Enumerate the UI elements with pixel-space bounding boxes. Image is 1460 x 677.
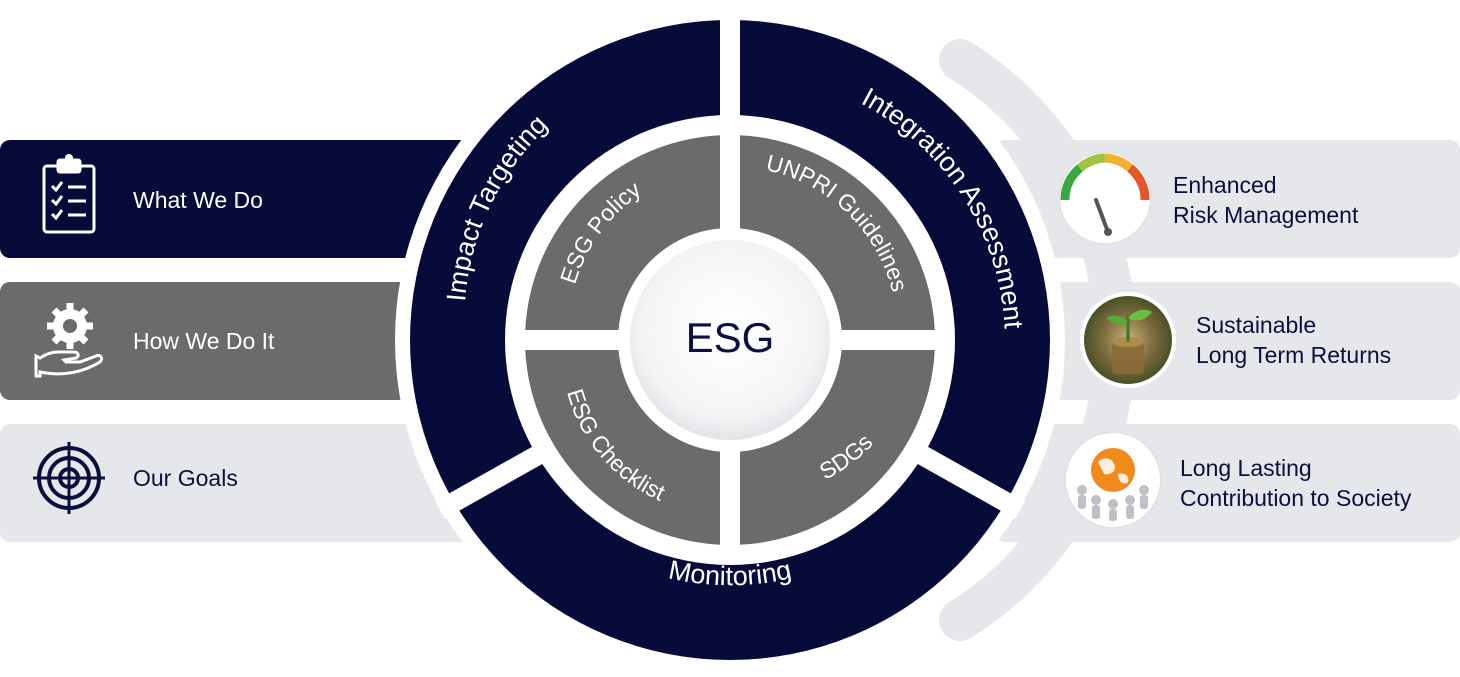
plant-coins-icon <box>1080 292 1176 388</box>
left-label-how-we-do-it: How We Do It <box>133 328 275 354</box>
bar-how-we-do-it[interactable] <box>0 282 470 400</box>
bar-our-goals[interactable] <box>0 424 470 542</box>
center-label-esg: ESG <box>685 314 775 361</box>
right-label-contribution-society: Long Lasting Contribution to Society <box>1180 453 1411 513</box>
clipboard-checklist-icon <box>42 154 96 234</box>
right-label-society-line1: Long Lasting <box>1180 455 1312 481</box>
gauge-icon <box>1058 151 1152 245</box>
right-label-risk-line1: Enhanced <box>1173 172 1277 198</box>
center-circle <box>630 240 830 440</box>
left-label-our-goals: Our Goals <box>133 465 238 491</box>
left-label-what-we-do: What We Do <box>133 187 263 213</box>
right-label-society-line2: Contribution to Society <box>1180 485 1412 511</box>
right-label-returns-line2: Long Term Returns <box>1196 342 1392 368</box>
right-label-risk-line2: Risk Management <box>1173 202 1359 228</box>
bar-what-we-do[interactable] <box>0 140 470 258</box>
globe-people-icon <box>1064 431 1162 529</box>
gear-hand-icon <box>34 303 104 378</box>
target-icon <box>33 442 105 514</box>
right-label-long-term-returns: Sustainable Long Term Returns <box>1196 310 1391 370</box>
right-label-returns-line1: Sustainable <box>1196 312 1317 338</box>
right-label-risk-management: Enhanced Risk Management <box>1173 170 1358 230</box>
